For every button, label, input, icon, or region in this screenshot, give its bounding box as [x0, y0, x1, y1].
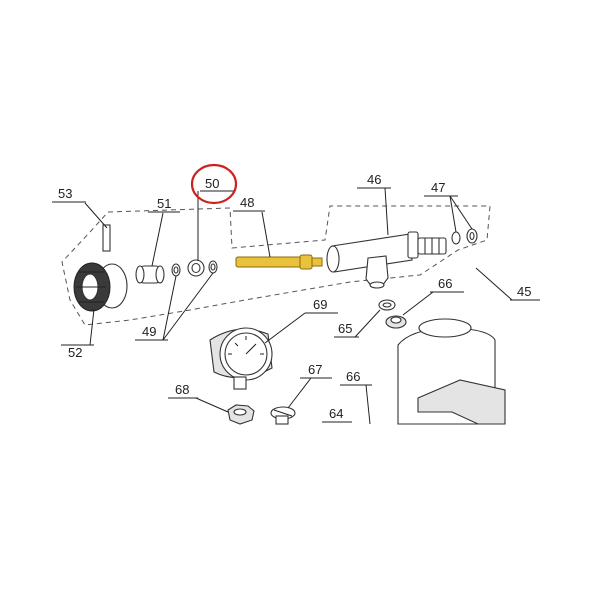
label-underlines [52, 187, 540, 423]
label-47: 47 [431, 180, 445, 195]
label-46: 46 [367, 172, 381, 187]
washer-part-65 [378, 299, 396, 311]
knob-part-52 [73, 262, 128, 312]
label-64: 64 [329, 406, 343, 421]
leader-lines [84, 187, 513, 425]
pin-part-53 [102, 224, 111, 252]
label-53: 53 [58, 186, 72, 201]
label-69: 69 [313, 297, 327, 312]
pressure-gauge-part-69 [209, 327, 273, 390]
fitting-part-68 [227, 404, 255, 425]
highlight-circle [190, 163, 238, 205]
label-66-upper: 66 [438, 276, 452, 291]
label-45: 45 [517, 284, 531, 299]
label-67: 67 [308, 362, 322, 377]
tank-part-66 [397, 318, 506, 425]
label-65: 65 [338, 321, 352, 336]
label-68: 68 [175, 382, 189, 397]
shaft-part-48 [235, 254, 323, 270]
label-49: 49 [142, 324, 156, 339]
label-66-lower: 66 [346, 369, 360, 384]
label-52: 52 [68, 345, 82, 360]
sleeve-part-51 [135, 265, 165, 284]
label-48: 48 [240, 195, 254, 210]
label-51: 51 [157, 196, 171, 211]
screw-part-67 [270, 406, 296, 425]
valve-body-part-46 [326, 231, 447, 289]
label-50: 50 [205, 176, 219, 191]
washer-part-50 [187, 259, 205, 277]
nut-part-66 [385, 315, 407, 329]
highlighted-shaft [235, 256, 307, 268]
